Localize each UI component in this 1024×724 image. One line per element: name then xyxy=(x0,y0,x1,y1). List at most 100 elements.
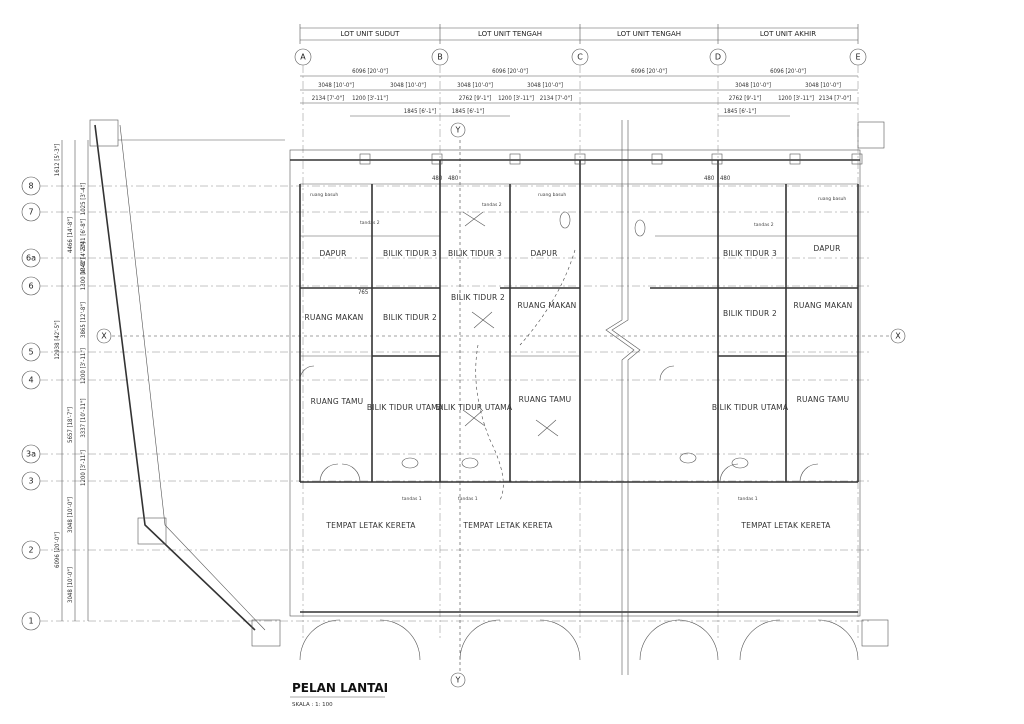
building-outline xyxy=(289,120,861,675)
grid-lines xyxy=(40,65,890,672)
dim-half-6: 3048 [10'-0"] xyxy=(805,82,841,89)
grid-row-6: 6 xyxy=(28,282,33,291)
dim-half-3: 3048 [10'-0"] xyxy=(457,82,493,89)
dim-row-3048b: 3048 [10'-0"] xyxy=(67,567,74,603)
room-tandas-2-2: tandas 2 xyxy=(482,202,502,208)
room-ruang-basuh-3: ruang basuh xyxy=(818,196,846,202)
grid-column-markers: A B C D E xyxy=(294,48,867,66)
room-ruang-tamu-2: RUANG TAMU xyxy=(519,395,572,404)
row-dimensions: 1612 [5'-3"] 1025 [3'-4"] 4466 [14'-8"] … xyxy=(54,140,89,621)
grid-row-1: 1 xyxy=(28,617,33,626)
dim-2762-2: 2762 [9'-1"] xyxy=(729,95,761,102)
room-ruang-makan-1: RUANG MAKAN xyxy=(305,313,364,322)
column-dimensions: 6096 [20'-0"] 6096 [20'-0"] 6096 [20'-0"… xyxy=(300,68,858,117)
dim-lot-width-3: 6096 [20'-0"] xyxy=(631,68,667,75)
dim-half-1: 3048 [10'-0"] xyxy=(318,82,354,89)
room-tandas-1-1: tandas 1 xyxy=(402,496,422,502)
dim-row-3337: 3337 [10'-11"] xyxy=(80,398,87,437)
section-mark-x-left: X xyxy=(101,332,107,341)
room-ruang-basuh-2: ruang basuh xyxy=(538,192,566,198)
grid-col-a: A xyxy=(300,53,306,62)
room-bilik-tidur-utama-1: BILIK TIDUR UTAMA xyxy=(367,403,444,412)
dim-1200-2: 1200 [3'-11"] xyxy=(498,95,534,102)
room-bilik-tidur-2-2: BILIK TIDUR 2 xyxy=(451,293,505,302)
dim-half-5: 3048 [10'-0"] xyxy=(735,82,771,89)
dim-1845-2: 1845 [6'-1"] xyxy=(452,108,484,115)
dim-1845-1: 1845 [6'-1"] xyxy=(404,108,436,115)
grid-row-2: 2 xyxy=(28,546,33,555)
room-bilik-tidur-utama-3: BILIK TIDUR UTAMA xyxy=(712,403,789,412)
lot-label-tengah-2: LOT UNIT TENGAH xyxy=(617,30,681,38)
dim-row-1341: 1341 [4'-5"] xyxy=(80,242,87,274)
dim-2134-2: 2134 [7'-0"] xyxy=(540,95,572,102)
dim-row-6096: 6096 [20'-0"] xyxy=(54,532,61,568)
grid-col-b: B xyxy=(437,53,443,62)
dim-2134-3: 2134 [7'-0"] xyxy=(819,95,851,102)
grid-row-4: 4 xyxy=(28,376,33,385)
room-ruang-tamu-3: RUANG TAMU xyxy=(797,395,850,404)
room-ruang-tamu-1: RUANG TAMU xyxy=(311,397,364,406)
room-tempat-letak-kereta-3: TEMPAT LETAK KERETA xyxy=(740,521,831,530)
mark-480-4: 480 xyxy=(720,175,731,182)
side-boundary-wall xyxy=(89,119,285,647)
mark-480-1: 480 xyxy=(432,175,443,182)
room-tandas-1-3: tandas 1 xyxy=(738,496,758,502)
dim-2762-1: 2762 [9'-1"] xyxy=(459,95,491,102)
dim-row-1612: 1612 [5'-3"] xyxy=(54,144,61,176)
grid-col-c: C xyxy=(577,53,583,62)
section-mark-x-right: X xyxy=(895,332,901,341)
dim-row-1200: 1200 [3'-11"] xyxy=(80,348,87,384)
dim-1845-3: 1845 [6'-1"] xyxy=(724,108,756,115)
lot-label-sudut: LOT UNIT SUDUT xyxy=(341,30,401,38)
grid-row-3a: 3a xyxy=(26,450,36,459)
drawing-title: PELAN LANTAI xyxy=(292,681,388,695)
dim-row-12938: 12938 [42'-5"] xyxy=(54,320,61,359)
grid-row-5: 5 xyxy=(28,348,33,357)
room-ruang-basuh-1: ruang basuh xyxy=(310,192,338,198)
dim-row-5657: 5657 [18'-7"] xyxy=(67,407,74,443)
room-bilik-tidur-3-3: BILIK TIDUR 3 xyxy=(723,249,777,258)
section-mark-y-bottom: Y xyxy=(455,676,461,685)
room-tandas-2-3: tandas 2 xyxy=(754,222,774,228)
grid-col-e: E xyxy=(855,53,860,62)
room-bilik-tidur-2-3: BILIK TIDUR 2 xyxy=(723,309,777,318)
dim-row-4466: 4466 [14'-8"] xyxy=(67,217,74,253)
room-bilik-tidur-3-1: BILIK TIDUR 3 xyxy=(383,249,437,258)
room-ruang-makan-2: RUANG MAKAN xyxy=(518,301,577,310)
room-tandas-1-2: tandas 1 xyxy=(458,496,478,502)
dim-1200-3: 1200 [3'-11"] xyxy=(778,95,814,102)
mark-480-3: 480 xyxy=(704,175,715,182)
section-mark-y-top: Y xyxy=(455,126,461,135)
dim-row-3048a: 3048 [10'-0"] xyxy=(67,497,74,533)
grid-row-markers: 8 7 6a 6 5 4 3a 3 2 1 xyxy=(21,176,41,631)
section-markers: Y Y X X xyxy=(96,122,906,688)
dim-2134-1: 2134 [7'-0"] xyxy=(312,95,344,102)
dim-1200-1: 1200 [3'-11"] xyxy=(352,95,388,102)
dim-half-2: 3048 [10'-0"] xyxy=(390,82,426,89)
fixtures xyxy=(299,121,889,661)
dim-row-1200b: 1200 [3'-11"] xyxy=(80,450,87,486)
room-tempat-letak-kereta-1: TEMPAT LETAK KERETA xyxy=(325,521,416,530)
room-dapur-3: DAPUR xyxy=(814,244,841,253)
room-dapur-1: DAPUR xyxy=(320,249,347,258)
dim-row-1025: 1025 [3'-4"] xyxy=(80,183,87,215)
dim-row-3865: 3865 [12'-8"] xyxy=(80,302,87,338)
dim-half-4: 3048 [10'-0"] xyxy=(527,82,563,89)
room-tandas-2-1: tandas 2 xyxy=(360,220,380,226)
dim-lot-width-1: 6096 [20'-0"] xyxy=(352,68,388,75)
lot-label-akhir: LOT UNIT AKHIR xyxy=(760,30,816,38)
dim-lot-width-2: 6096 [20'-0"] xyxy=(492,68,528,75)
grid-row-3: 3 xyxy=(28,477,33,486)
dim-row-1300: 1300 [4'-3"] xyxy=(80,258,87,290)
room-tempat-letak-kereta-2: TEMPAT LETAK KERETA xyxy=(462,521,553,530)
grid-col-d: D xyxy=(715,53,721,62)
room-labels: DAPUR BILIK TIDUR 3 BILIK TIDUR 3 DAPUR … xyxy=(305,192,853,530)
mark-480-2: 480 xyxy=(448,175,459,182)
room-bilik-tidur-3-2: BILIK TIDUR 3 xyxy=(448,249,502,258)
room-ruang-makan-3: RUANG MAKAN xyxy=(794,301,853,310)
room-bilik-tidur-2-1: BILIK TIDUR 2 xyxy=(383,313,437,322)
mark-765: 765 xyxy=(358,289,368,296)
grid-row-7: 7 xyxy=(28,208,33,217)
grid-row-6a: 6a xyxy=(26,254,36,263)
